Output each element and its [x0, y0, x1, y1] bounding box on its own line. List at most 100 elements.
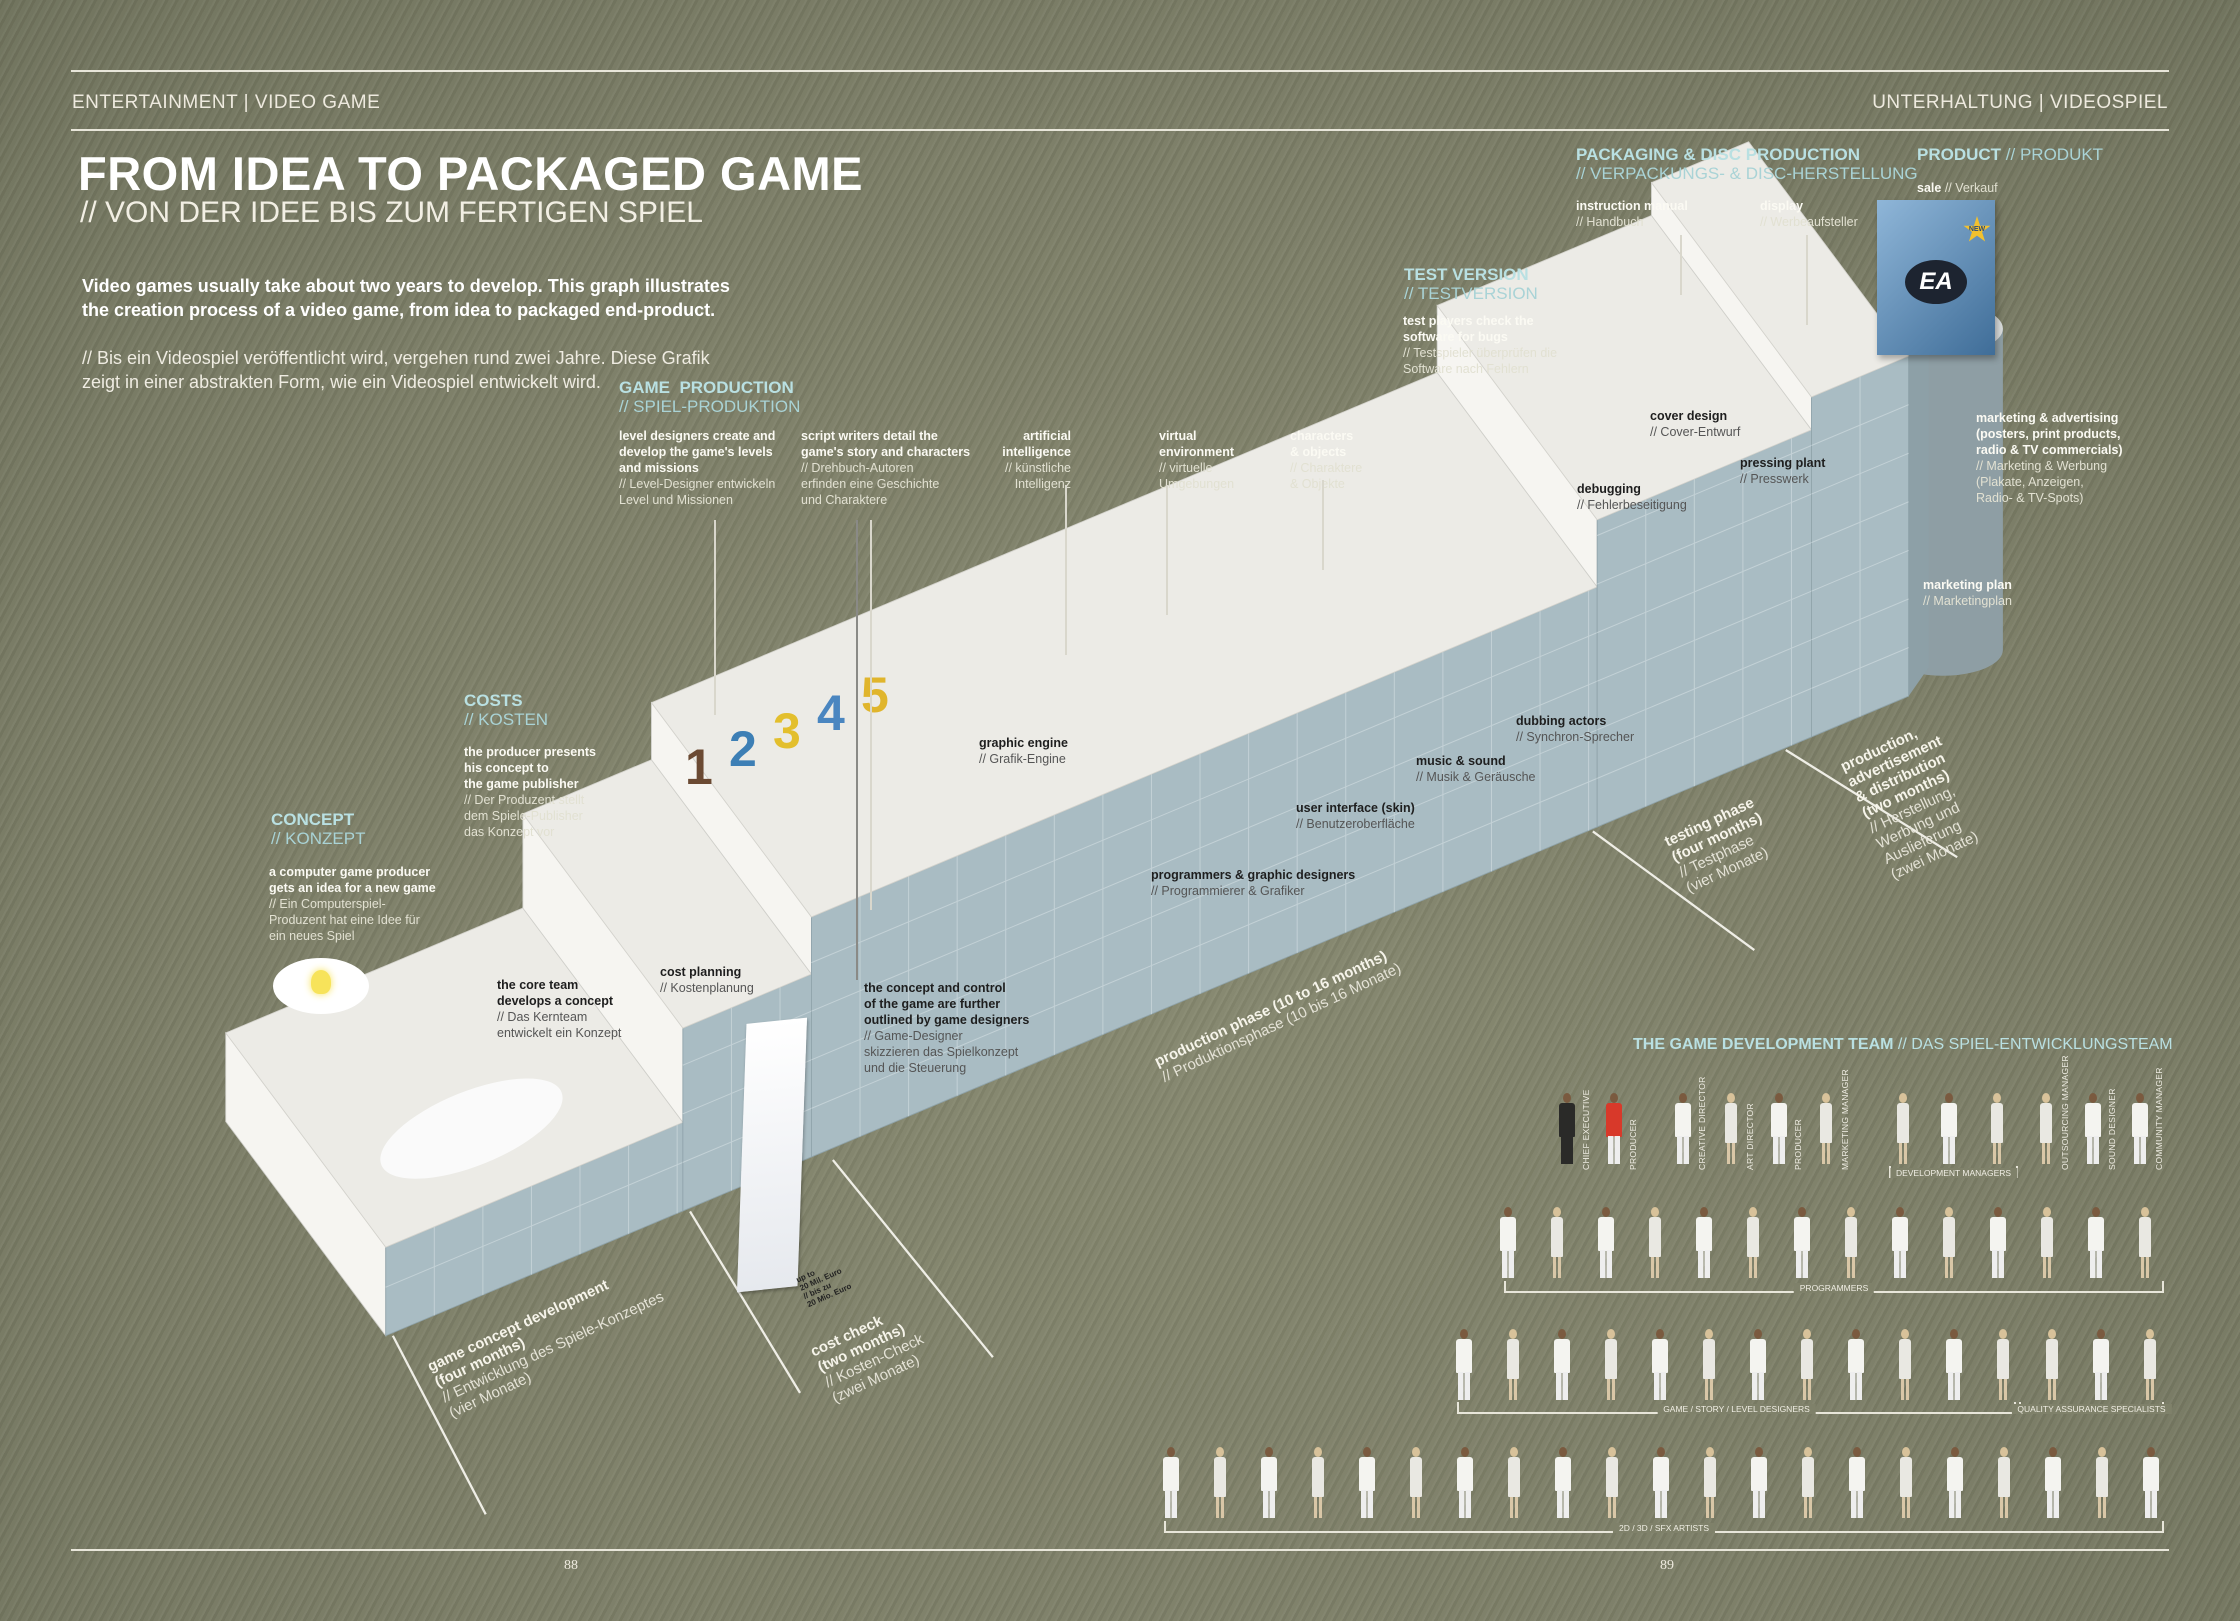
header-rule: [71, 129, 2169, 131]
role-label: ART DIRECTOR: [1745, 1103, 1756, 1170]
phase-divider: [689, 1210, 801, 1394]
leader-line: [1166, 485, 1168, 615]
level-number-3: 3: [773, 703, 801, 759]
role-label: CHIEF EXECUTIVE: [1581, 1089, 1592, 1170]
team-member-designer: [1796, 1329, 1818, 1401]
team-member-programmer: [1595, 1207, 1617, 1279]
callout-music: music & sound// Musik & Geräusche: [1416, 754, 1536, 784]
team-member-programmer: [1889, 1207, 1911, 1279]
section-production: GAME PRODUCTION// SPIEL-PRODUKTION: [619, 378, 801, 416]
team-member-lead: [2129, 1093, 2151, 1165]
team-member-lead: [2082, 1093, 2104, 1165]
team-member-artist: [1944, 1447, 1966, 1519]
tile-line: [1596, 687, 1812, 779]
tile-line: [1596, 639, 1812, 731]
team-member-artist: [1993, 1447, 2015, 1519]
tile-line: [811, 777, 1598, 1109]
step-end-face: [1908, 327, 1929, 697]
team-member-artist: [1797, 1447, 1819, 1519]
callout-display: display// Werbeaufsteller: [1760, 199, 1858, 229]
team-member-lead: [1892, 1093, 1914, 1165]
tile-line: [1596, 445, 1812, 536]
team-member-designer: [1453, 1329, 1475, 1401]
callout-marketing-adv: marketing & advertising (posters, print …: [1976, 411, 2123, 505]
section-test: TEST VERSION// TESTVERSION: [1404, 265, 1538, 303]
team-member-artist: [1650, 1447, 1672, 1519]
team-member-programmer: [2085, 1207, 2107, 1279]
team-member-qa: [2041, 1329, 2063, 1401]
leader-line: [870, 520, 872, 910]
tile-line: [811, 680, 1598, 1012]
team-member-artist: [1895, 1447, 1917, 1519]
team-member-programmer: [1546, 1207, 1568, 1279]
team-member-lead: [1556, 1093, 1578, 1165]
role-label: CREATIVE DIRECTOR: [1696, 1076, 1707, 1170]
group-bracket-designers: GAME / STORY / LEVEL DESIGNERS: [1457, 1402, 2016, 1414]
team-member-artist: [1160, 1447, 1182, 1519]
team-member-lead: [1815, 1093, 1837, 1165]
level-number-5: 5: [861, 667, 889, 723]
team-member-programmer: [2036, 1207, 2058, 1279]
group-bracket-programmers: PROGRAMMERS: [1504, 1281, 2164, 1293]
tile-line: [811, 729, 1598, 1061]
team-member-programmer: [1497, 1207, 1519, 1279]
tile-line: [1811, 404, 1909, 446]
leader-line: [856, 520, 858, 980]
team-member-programmer: [1987, 1207, 2009, 1279]
level-number-1: 1: [685, 739, 713, 795]
group-bracket-artists: 2D / 3D / SFX ARTISTS: [1164, 1521, 2164, 1533]
callout-cover-design: cover design// Cover-Entwurf: [1650, 409, 1741, 439]
tile-line: [811, 632, 1598, 964]
team-member-designer: [1698, 1329, 1720, 1401]
callout-programmers: programmers & graphic designers// Progra…: [1151, 868, 1356, 898]
team-member-programmer: [1644, 1207, 1666, 1279]
group-bracket-qa: QUALITY ASSURANCE SPECIALISTS: [2011, 1402, 2172, 1414]
team-member-artist: [1699, 1447, 1721, 1519]
callout-graphic-engine: graphic engine// Grafik-Engine: [979, 736, 1068, 766]
cost-receipt: [736, 1017, 808, 1293]
callout-concept-control: the concept and control of the game are …: [864, 981, 1030, 1075]
thought-bubble: [273, 958, 369, 1014]
team-member-designer: [1894, 1329, 1916, 1401]
level-number-4: 4: [817, 685, 845, 741]
team-member-artist: [2140, 1447, 2162, 1519]
team-member-programmer: [1791, 1207, 1813, 1279]
callout-producer-presents: the producer presents his concept to the…: [464, 745, 596, 839]
callout-ai: artificial intelligence// künstliche Int…: [1002, 429, 1071, 491]
team-member-artist: [1748, 1447, 1770, 1519]
top-rule: [71, 70, 2169, 72]
team-member-programmer: [1938, 1207, 1960, 1279]
new-badge: NEW: [1963, 216, 1991, 242]
callout-core-team: the core team develops a concept// Das K…: [497, 978, 622, 1040]
callout-level-designers: level designers create and develop the g…: [619, 429, 776, 507]
team-member-designer: [1747, 1329, 1769, 1401]
team-member-designer: [1502, 1329, 1524, 1401]
tile-line: [1596, 493, 1812, 585]
tile-line: [1811, 452, 1909, 495]
section-costs: COSTS// KOSTEN: [464, 691, 549, 729]
intro-text: Video games usually take about two years…: [82, 250, 730, 394]
team-member-designer: [1600, 1329, 1622, 1401]
team-member-artist: [1454, 1447, 1476, 1519]
page-title: FROM IDEA TO PACKAGED GAME: [78, 147, 864, 200]
phase-divider: [1592, 830, 1755, 951]
callout-dubbing: dubbing actors// Synchron-Sprecher: [1516, 714, 1635, 744]
team-member-artist: [1307, 1447, 1329, 1519]
tile-line: [1811, 598, 1909, 641]
callout-pressing-plant: pressing plant// Presswerk: [1740, 456, 1826, 486]
team-title: THE GAME DEVELOPMENT TEAM // DAS SPIEL-E…: [1633, 1036, 2173, 1053]
team-member-lead: [1603, 1093, 1625, 1165]
footer-rule: [71, 1549, 2169, 1551]
leader-line: [714, 520, 716, 715]
leader-line: [1806, 235, 1808, 325]
callout-marketing-plan: marketing plan// Marketingplan: [1923, 578, 2012, 608]
tile-line: [1811, 549, 1909, 592]
team-member-artist: [1503, 1447, 1525, 1519]
team-member-artist: [1356, 1447, 1378, 1519]
role-label: COMMUNITY MANAGER: [2154, 1067, 2165, 1170]
tile-line: [385, 1161, 684, 1288]
callout-test-players: test players check the software for bugs…: [1403, 314, 1558, 376]
page-number-left: 88: [564, 1558, 578, 1573]
leader-line: [1680, 235, 1682, 295]
team-member-artist: [1846, 1447, 1868, 1519]
